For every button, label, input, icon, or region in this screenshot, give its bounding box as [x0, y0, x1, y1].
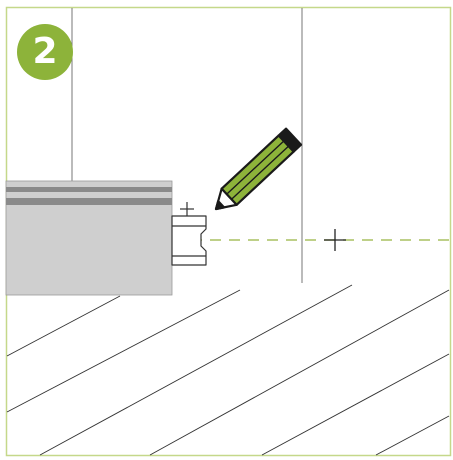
pencil-icon: [214, 127, 303, 211]
step-number-badge: 2: [17, 24, 73, 80]
clip-plus-mark: [180, 202, 194, 216]
mounting-clip: [171, 215, 207, 266]
floor-hatch: [6, 284, 450, 456]
step-number: 2: [32, 31, 58, 72]
baseboard-panel: [5, 180, 173, 296]
crosshair-icon: [324, 229, 346, 251]
